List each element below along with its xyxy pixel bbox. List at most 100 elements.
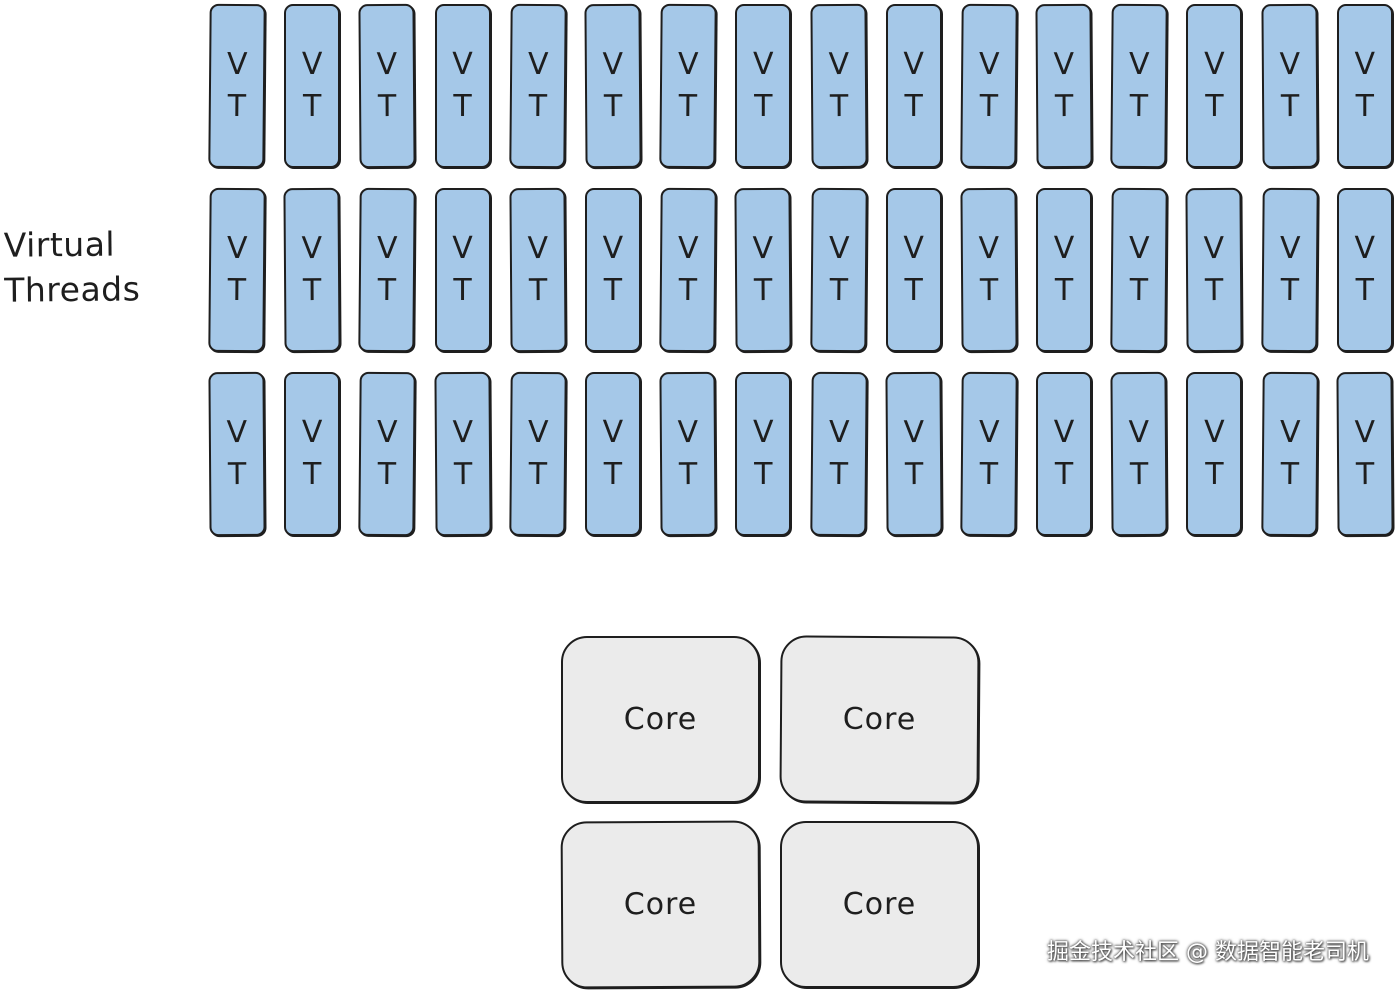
- virtual-thread-letter-v: V: [452, 47, 473, 82]
- virtual-thread-letter-v: V: [452, 231, 473, 266]
- virtual-thread-letter-v: V: [1279, 414, 1301, 451]
- watermark: 掘金技术社区 @ 数据智能老司机: [1047, 940, 1369, 965]
- virtual-thread-letter-t: T: [1205, 457, 1224, 492]
- virtual-thread-letter-v: V: [527, 46, 549, 83]
- virtual-thread-letter-t: T: [227, 272, 247, 309]
- virtual-thread-letter-t: T: [678, 456, 698, 493]
- virtual-thread-letter-t: T: [303, 457, 322, 492]
- core-box: Core: [779, 635, 980, 804]
- virtual-thread-letter-v: V: [226, 46, 248, 83]
- virtual-thread-letter-t: T: [1355, 456, 1375, 493]
- virtual-thread-letter-v: V: [377, 414, 398, 451]
- virtual-thread-letter-v: V: [828, 414, 850, 451]
- virtual-thread-letter-v: V: [903, 231, 924, 266]
- virtual-thread-letter-t: T: [1280, 88, 1300, 125]
- virtual-thread-letter-v: V: [753, 47, 774, 82]
- virtual-thread-letter-v: V: [978, 414, 1000, 451]
- virtual-thread-letter-t: T: [754, 457, 773, 492]
- virtual-thread-letter-t: T: [1054, 273, 1074, 308]
- virtual-thread-letter-t: T: [678, 88, 698, 125]
- virtual-thread-letter-v: V: [376, 46, 398, 83]
- virtual-thread-letter-t: T: [904, 89, 923, 124]
- virtual-thread-letter-v: V: [226, 414, 248, 451]
- virtual-thread-letter-v: V: [1128, 414, 1150, 451]
- virtual-thread-letter-v: V: [828, 230, 850, 267]
- virtual-threads-label: Virtual Threads: [4, 221, 141, 312]
- virtual-threads-label-line1: Virtual: [3, 224, 116, 265]
- virtual-thread-letter-v: V: [377, 230, 398, 267]
- virtual-thread-letter-v: V: [752, 230, 774, 267]
- virtual-thread-letter-t: T: [453, 89, 472, 124]
- virtual-thread-letter-v: V: [301, 230, 323, 267]
- virtual-thread-letter-v: V: [827, 46, 849, 83]
- virtual-thread-letter-v: V: [527, 230, 548, 267]
- virtual-thread-letter-v: V: [978, 46, 1000, 83]
- virtual-thread-letter-t: T: [1129, 88, 1149, 125]
- virtual-thread-letter-t: T: [904, 456, 924, 493]
- virtual-thread-letter-t: T: [303, 272, 322, 309]
- core-label: Core: [842, 701, 917, 738]
- virtual-thread-letter-t: T: [453, 456, 472, 493]
- virtual-thread-letter-v: V: [1203, 230, 1225, 267]
- virtual-threads-label-line2: Threads: [4, 269, 141, 310]
- virtual-thread-letter-t: T: [678, 272, 698, 309]
- virtual-thread-letter-t: T: [378, 88, 397, 125]
- virtual-thread-letter-t: T: [829, 88, 848, 125]
- virtual-thread-letter-v: V: [226, 230, 248, 267]
- virtual-thread-letter-t: T: [1355, 89, 1374, 124]
- core-box: Core: [780, 821, 979, 988]
- virtual-thread-letter-t: T: [603, 457, 623, 492]
- virtual-thread-letter-t: T: [754, 272, 773, 309]
- virtual-thread-letter-t: T: [754, 89, 773, 124]
- virtual-thread-letter-v: V: [1204, 47, 1225, 82]
- virtual-thread-letter-t: T: [1130, 456, 1149, 493]
- virtual-thread-letter-v: V: [301, 47, 323, 82]
- virtual-thread-letter-t: T: [979, 272, 999, 309]
- virtual-thread-letter-t: T: [227, 88, 247, 125]
- virtual-thread-letter-v: V: [677, 46, 699, 83]
- virtual-thread-letter-v: V: [1053, 46, 1075, 83]
- virtual-thread-letter-v: V: [677, 414, 699, 451]
- virtual-thread-letter-v: V: [602, 46, 624, 83]
- core-box: Core: [561, 636, 760, 803]
- virtual-thread-letter-t: T: [603, 273, 623, 308]
- virtual-thread-letter-t: T: [1054, 88, 1074, 125]
- virtual-thread-letter-v: V: [301, 415, 323, 450]
- virtual-thread-letter-v: V: [527, 414, 549, 451]
- virtual-thread-letter-v: V: [1204, 415, 1225, 450]
- virtual-thread-letter-v: V: [452, 414, 473, 451]
- virtual-thread-letter-v: V: [1129, 230, 1150, 267]
